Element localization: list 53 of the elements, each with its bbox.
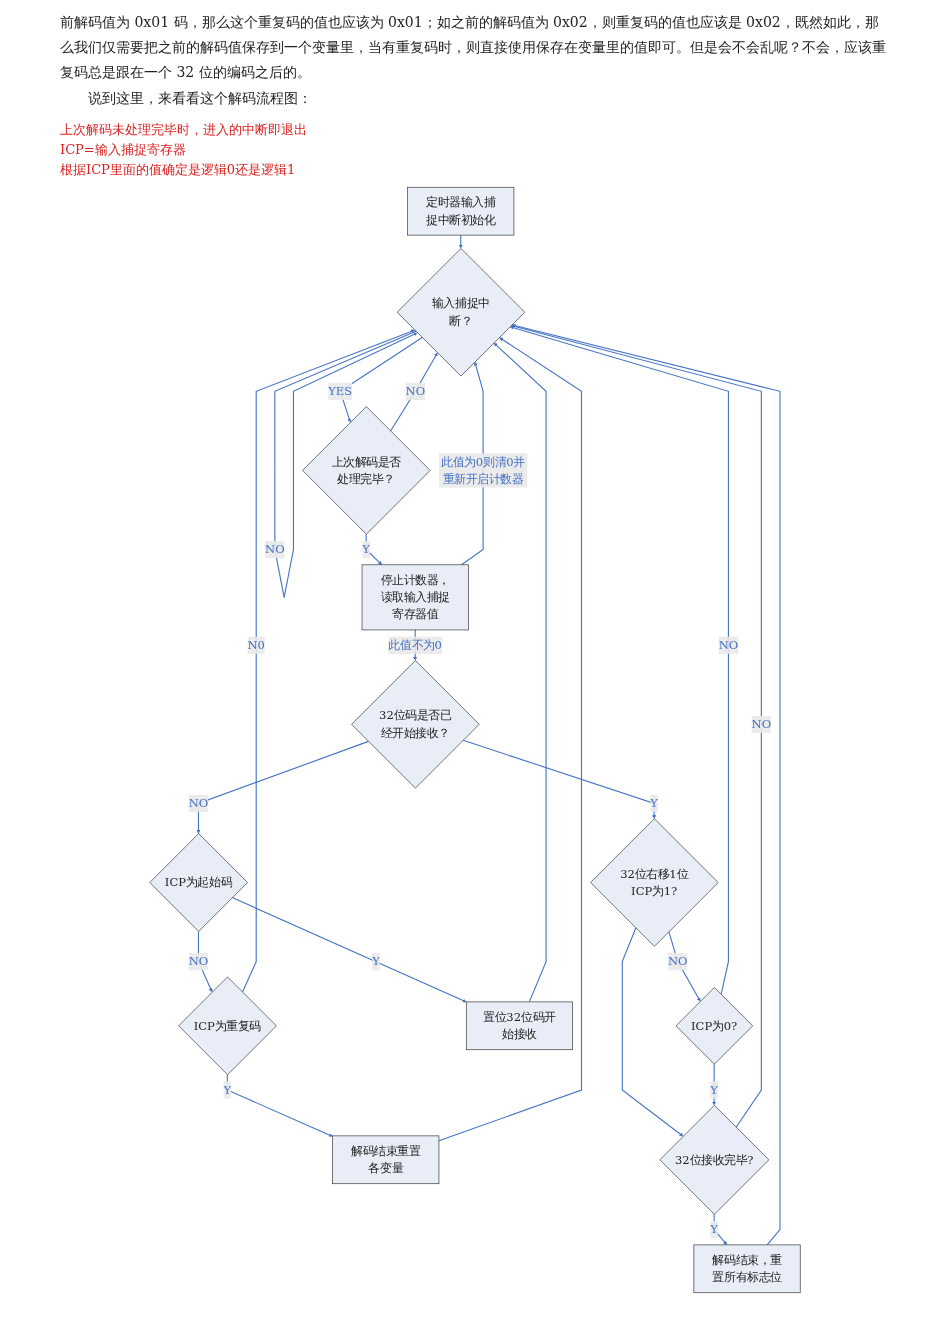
arrow: [458, 234, 463, 249]
edge-label: Y: [650, 796, 658, 810]
arrow: [438, 337, 583, 1142]
edge-label: Y: [362, 542, 370, 556]
arrow: [511, 324, 762, 1128]
arrow: [197, 930, 213, 992]
arrow: [390, 352, 438, 432]
arrow: [231, 896, 467, 1003]
edge-label: Y: [223, 1082, 232, 1097]
node-box: 解码结束，重置所有标志位: [693, 1244, 801, 1293]
node-diamond: 32位码是否已经开始接收？: [351, 659, 480, 789]
node-diamond: ICP为0?: [675, 986, 754, 1065]
edge-label: Y: [372, 954, 380, 968]
edge-label: Y: [710, 1222, 718, 1236]
arrow: [493, 342, 547, 1003]
node-diamond: ICP为起始码: [149, 833, 248, 932]
arrow: [274, 330, 418, 598]
edge-label: 此值为0则清0并重新开启计数器: [441, 454, 526, 486]
edge-label: NO: [751, 717, 772, 731]
edge-label: NO: [718, 638, 739, 652]
edge-label: NO: [188, 954, 209, 968]
arrow: [196, 740, 369, 834]
arrow: [365, 533, 382, 565]
edge-label: 此值不为0: [388, 638, 442, 652]
node-diamond: 上次解码是否处理完毕？: [302, 406, 431, 535]
note-text: 根据ICP里面的值确定是逻辑0还是逻辑1: [60, 160, 297, 179]
edge-label: NO: [265, 542, 285, 556]
edge-label: NO: [405, 384, 426, 398]
arrow: [241, 329, 415, 993]
edge-label: NO: [668, 954, 688, 968]
arrow: [226, 1073, 333, 1137]
note-text: ICP=输入捕捉寄存器: [60, 140, 187, 159]
node-box: 置位32位码开始接收: [465, 1001, 573, 1050]
arrow: [462, 739, 657, 819]
node-box: 解码结束重置各变量: [332, 1135, 440, 1184]
arrow: [668, 930, 701, 1002]
arrow: [621, 927, 684, 1137]
edge-label: N0: [247, 638, 265, 652]
node-diamond: 输入捕捉中断？: [396, 247, 526, 377]
paragraph: 前解码值为 0x01 码，那么这个重复码的值也应该为 0x01；如之前的解码值为 0x02，则重复码的值也应该是 0x02，既然如此，那么我们仅需要把之前的解码值保存到一个变量里，当有重复码时，则直接使用保存在变量里的值即可。但是会不会乱呢？不会，应该重复码总是跟在一个 32 位的编码之后的。: [60, 13, 887, 83]
node-diamond: 32位接收完毕?: [659, 1104, 770, 1215]
node-box: 定时器输入捕捉中断初始化: [407, 186, 515, 236]
arrow: [509, 325, 729, 995]
node-diamond: 32位右移1位ICP为1?: [590, 818, 719, 947]
edge-label: YES: [328, 384, 353, 398]
edge-label: Y: [710, 1082, 718, 1097]
node-box: 停止计数器，读取输入捕捉寄存器值: [361, 564, 469, 631]
node-diamond: ICP为重复码: [178, 976, 277, 1075]
paragraph: 说到这里，来看看这个解码流程图：: [87, 88, 313, 108]
arrow: [713, 1213, 728, 1245]
edge-label: NO: [188, 796, 209, 810]
arrow: [511, 323, 781, 1246]
note-text: 上次解码未处理完毕时，进入的中断即退出: [60, 120, 308, 139]
